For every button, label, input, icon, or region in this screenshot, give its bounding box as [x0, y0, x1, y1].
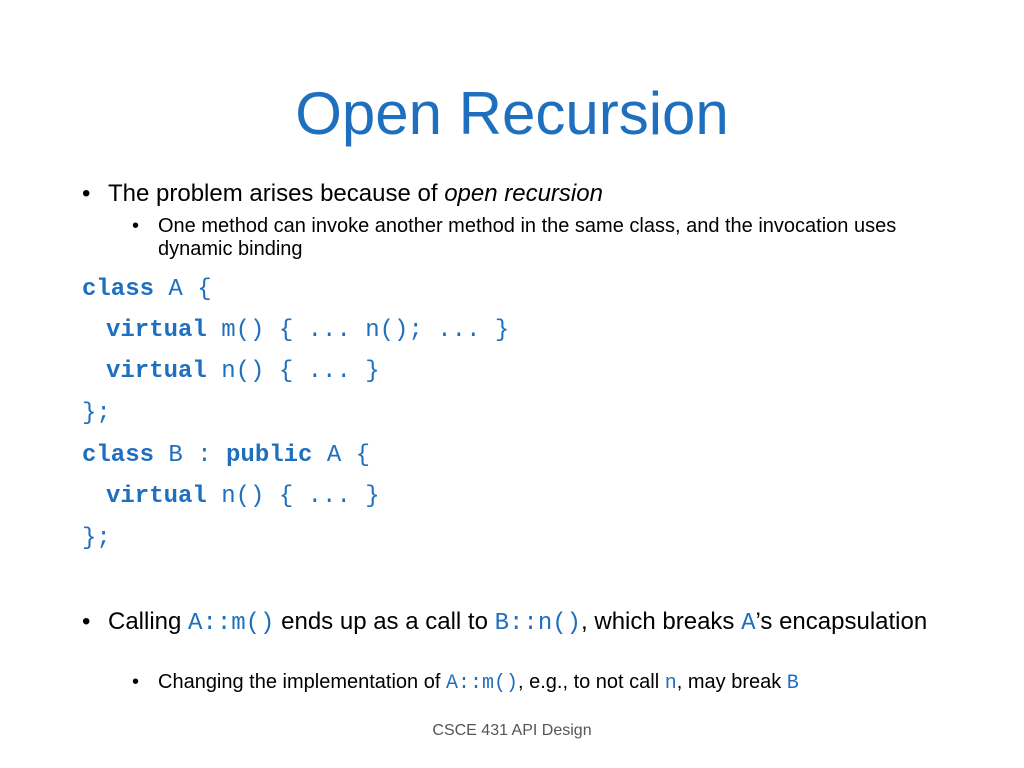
bullet-dot: •	[82, 608, 91, 635]
code-text: };	[82, 525, 111, 552]
bullet-text: Calling A::m() ends up as a call to B::n…	[108, 608, 962, 638]
bullet-dot: •	[82, 180, 91, 207]
code-line-1: class A {	[82, 276, 212, 304]
code-text: n() { ... }	[206, 358, 380, 385]
code-keyword: class	[82, 276, 155, 303]
code-keyword: public	[226, 442, 313, 469]
code-keyword: virtual	[106, 358, 207, 385]
bullet-text-part: The problem arises because of	[108, 180, 445, 207]
bullet-dot: •	[132, 671, 140, 693]
slide-title: Open Recursion	[295, 80, 729, 147]
inline-code: n	[664, 672, 677, 695]
bullet-dot: •	[132, 215, 140, 237]
code-line-6: virtual n() { ... }	[106, 483, 380, 511]
sub-bullet-text: Changing the implementation of A::m(), e…	[158, 671, 932, 695]
sub-bullet-text-part: Changing the implementation of	[158, 671, 446, 693]
code-line-7: };	[82, 525, 111, 553]
sub-bullet-dynamic-binding: • One method can invoke another method i…	[132, 215, 932, 261]
bullet-text-part: ’s encapsulation	[755, 608, 928, 635]
bullet-text-part: ends up as a call to	[274, 608, 495, 635]
code-text: A {	[312, 442, 371, 469]
code-line-5: class B : public A {	[82, 442, 370, 470]
slide-footer: CSCE 431 API Design	[432, 722, 592, 739]
sub-bullet-text: One method can invoke another method in …	[158, 215, 897, 260]
bullet-emphasis: open recursion	[444, 180, 603, 207]
code-text: m() { ... n(); ... }	[206, 317, 510, 344]
sub-bullet-changing: • Changing the implementation of A::m(),…	[132, 671, 932, 695]
code-text: };	[82, 400, 111, 427]
code-line-3: virtual n() { ... }	[106, 358, 380, 386]
inline-code: B	[786, 672, 799, 695]
code-keyword: class	[82, 442, 155, 469]
code-text: n() { ... }	[206, 483, 380, 510]
bullet-text-part: , which breaks	[581, 608, 742, 635]
code-text: B :	[154, 442, 227, 469]
sub-bullet-text-part: , e.g., to not call	[517, 671, 665, 693]
inline-code: A::m()	[188, 610, 275, 637]
code-line-2: virtual m() { ... n(); ... }	[106, 317, 509, 345]
sub-bullet-text-part: , may break	[676, 671, 787, 693]
inline-code: A::m()	[445, 672, 518, 695]
code-line-4: };	[82, 400, 111, 428]
bullet-calling: • Calling A::m() ends up as a call to B:…	[82, 608, 962, 638]
code-keyword: virtual	[106, 483, 207, 510]
bullet-text-part: Calling	[108, 608, 189, 635]
bullet-text: The problem arises because of open recur…	[108, 180, 962, 208]
inline-code: A	[741, 610, 756, 637]
bullet-open-recursion: • The problem arises because of open rec…	[82, 180, 962, 208]
inline-code: B::n()	[494, 610, 582, 637]
code-text: A {	[154, 276, 212, 303]
code-keyword: virtual	[106, 317, 207, 344]
